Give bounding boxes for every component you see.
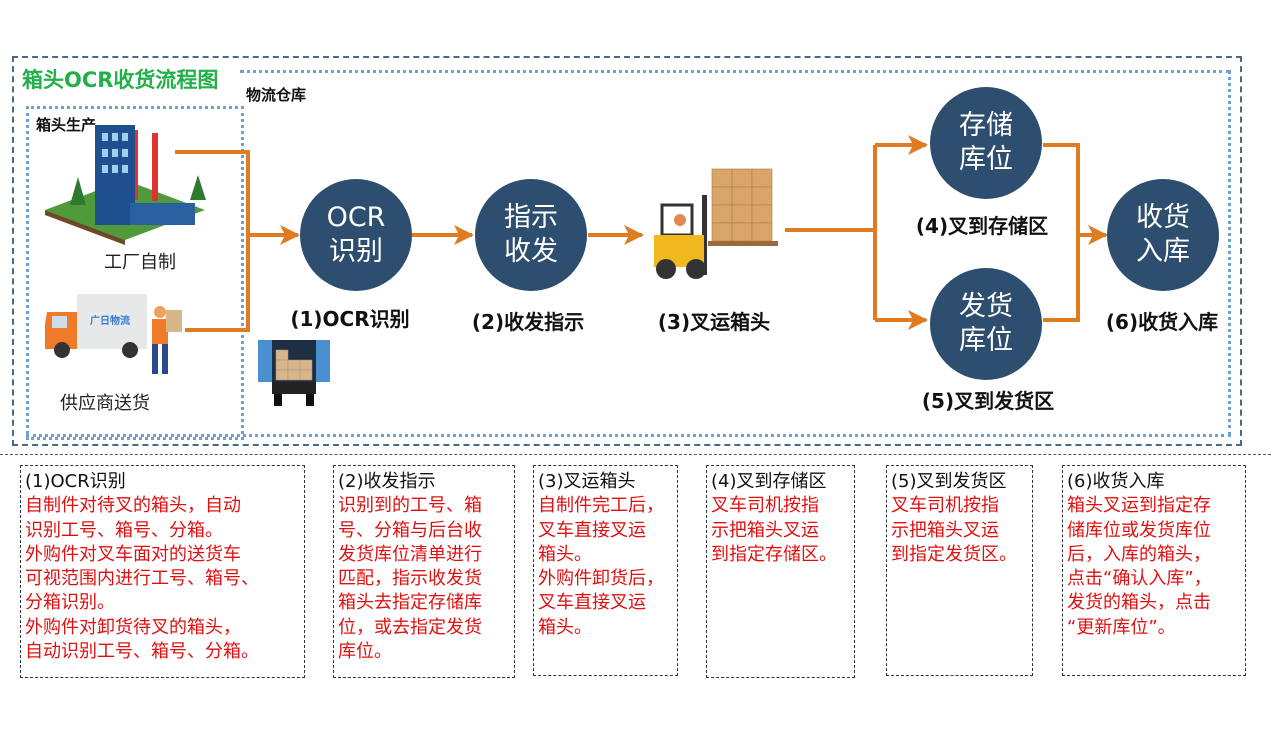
- outer-frame: [12, 56, 1242, 446]
- production-zone: [26, 106, 244, 440]
- box-description-line: 箱头去指定存储库: [338, 592, 482, 614]
- warehouse-zone-top: [240, 70, 1230, 73]
- description-box-2: (2)收发指示识别到的工号、箱号、分箱与后台收发货库位清单进行匹配，指示收发货箱…: [333, 465, 515, 678]
- box-description-line: 到指定发货区。: [891, 543, 1017, 565]
- description-box-3: (3)叉运箱头自制件完工后，叉车直接叉运箱头。外购件卸货后，叉车直接叉运箱头。: [533, 465, 678, 676]
- box-description-line: 到指定存储区。: [711, 543, 837, 565]
- node-text: 入库: [1136, 236, 1190, 267]
- description-box-5: (5)叉到发货区叉车司机按指示把箱头叉运到指定发货区。: [886, 465, 1033, 676]
- box-description-line: “更新库位”。: [1067, 616, 1176, 638]
- step-label-3: (3)叉运箱头: [657, 310, 771, 334]
- step-label-4: (4)叉到存储区: [915, 214, 1049, 238]
- truck-sign: 广日物流: [90, 316, 130, 327]
- box-description-line: 叉车直接叉运: [538, 592, 646, 614]
- box-description-line: 识别工号、箱号、分箱。: [25, 519, 223, 541]
- factory-icon: [45, 125, 206, 245]
- node-text: 收发: [504, 236, 558, 267]
- flow-arrows: [175, 135, 1108, 332]
- box-description-line: 外购件对卸货待叉的箱头，: [25, 616, 241, 638]
- box-description-line: 库位。: [338, 641, 392, 663]
- node-text: 收货: [1136, 202, 1190, 233]
- box-description-line: 示把箱头叉运: [891, 519, 999, 541]
- forklift-icon: [654, 168, 778, 279]
- box-description-line: 号、分箱与后台收: [338, 519, 482, 541]
- box-heading: (3)叉运箱头: [538, 471, 636, 492]
- box-description-line: 叉车直接叉运: [538, 519, 646, 541]
- box-description-line: 分箱识别。: [25, 592, 115, 614]
- box-heading: (1)OCR识别: [25, 471, 126, 492]
- receive-node: 收货入库: [1107, 179, 1219, 291]
- node-text: 存储: [959, 110, 1013, 141]
- box-description-line: 自动识别工号、箱号、分箱。: [25, 641, 259, 663]
- description-box-4: (4)叉到存储区叉车司机按指示把箱头叉运到指定存储区。: [706, 465, 855, 678]
- warehouse-label: 物流仓库: [246, 86, 307, 104]
- box-description-line: 叉车司机按指: [891, 495, 999, 517]
- step-label-6: (6)收货入库: [1105, 310, 1219, 334]
- node-text: 库位: [959, 325, 1013, 356]
- box-description-line: 示把箱头叉运: [711, 519, 819, 541]
- box-description-line: 外购件卸货后，: [538, 568, 664, 590]
- source-merge-line: [175, 150, 250, 332]
- unloading-truck-icon: [258, 340, 330, 406]
- box-description-line: 叉车司机按指: [711, 495, 819, 517]
- step-label-2: (2)收发指示: [471, 310, 585, 334]
- node-text: OCR: [326, 202, 386, 233]
- description-box-6: (6)收货入库箱头叉运到指定存储库位或发货库位后，入库的箱头， 点击“确认入库”，…: [1062, 465, 1246, 676]
- step-label-1: (1)OCR识别: [290, 307, 410, 331]
- box-heading: (5)叉到发货区: [891, 471, 1007, 492]
- node-text: 发货: [959, 291, 1013, 322]
- box-description-line: 可视范围内进行工号、箱号、: [25, 568, 259, 590]
- box-description-line: 匹配，指示收发货: [338, 568, 482, 590]
- box-description-line: 外购件对叉车面对的送货车: [25, 543, 241, 565]
- delivery-truck-icon: [45, 294, 182, 374]
- box-heading: (4)叉到存储区: [711, 471, 827, 492]
- box-description-line: 识别到的工号、箱: [338, 495, 482, 517]
- box-description-line: 自制件对待叉的箱头，自动: [25, 495, 241, 517]
- section-divider: [0, 454, 1271, 455]
- node-text: 库位: [959, 144, 1013, 175]
- shipping-node: 发货库位: [930, 268, 1042, 380]
- warehouse-zone-right: [1228, 70, 1231, 436]
- step-label-5: (5)叉到发货区: [921, 389, 1055, 413]
- box-description-line: 自制件完工后，: [538, 495, 664, 517]
- description-box-1: (1)OCR识别自制件对待叉的箱头，自动识别工号、箱号、分箱。外购件对叉车面对的…: [20, 465, 305, 678]
- box-description-line: 发货库位清单进行: [338, 543, 482, 565]
- box-heading: (6)收货入库: [1067, 471, 1165, 492]
- dispatch-node: 指示收发: [475, 179, 587, 291]
- box-description-line: 箱头。: [538, 543, 592, 565]
- box-description-line: 箱头。: [538, 616, 592, 638]
- storage-node: 存储库位: [930, 87, 1042, 199]
- node-text: 指示: [504, 202, 558, 233]
- box-description-line: 发货的箱头，点击: [1067, 592, 1211, 614]
- box-description-line: 点击“确认入库”，: [1067, 568, 1212, 590]
- production-label: 箱头生产: [36, 116, 97, 134]
- factory-label: 工厂自制: [104, 252, 176, 273]
- warehouse-zone-bottom: [26, 434, 1231, 437]
- box-heading: (2)收发指示: [338, 471, 436, 492]
- diagram-title: 箱头OCR收货流程图: [22, 68, 219, 92]
- box-description-line: 位，或去指定发货: [338, 616, 482, 638]
- box-description-line: 储库位或发货库位: [1067, 519, 1211, 541]
- box-description-line: 后，入库的箱头，: [1067, 543, 1211, 565]
- box-description-line: 箱头叉运到指定存: [1067, 495, 1211, 517]
- node-text: 识别: [329, 236, 383, 267]
- supplier-label: 供应商送货: [60, 393, 150, 414]
